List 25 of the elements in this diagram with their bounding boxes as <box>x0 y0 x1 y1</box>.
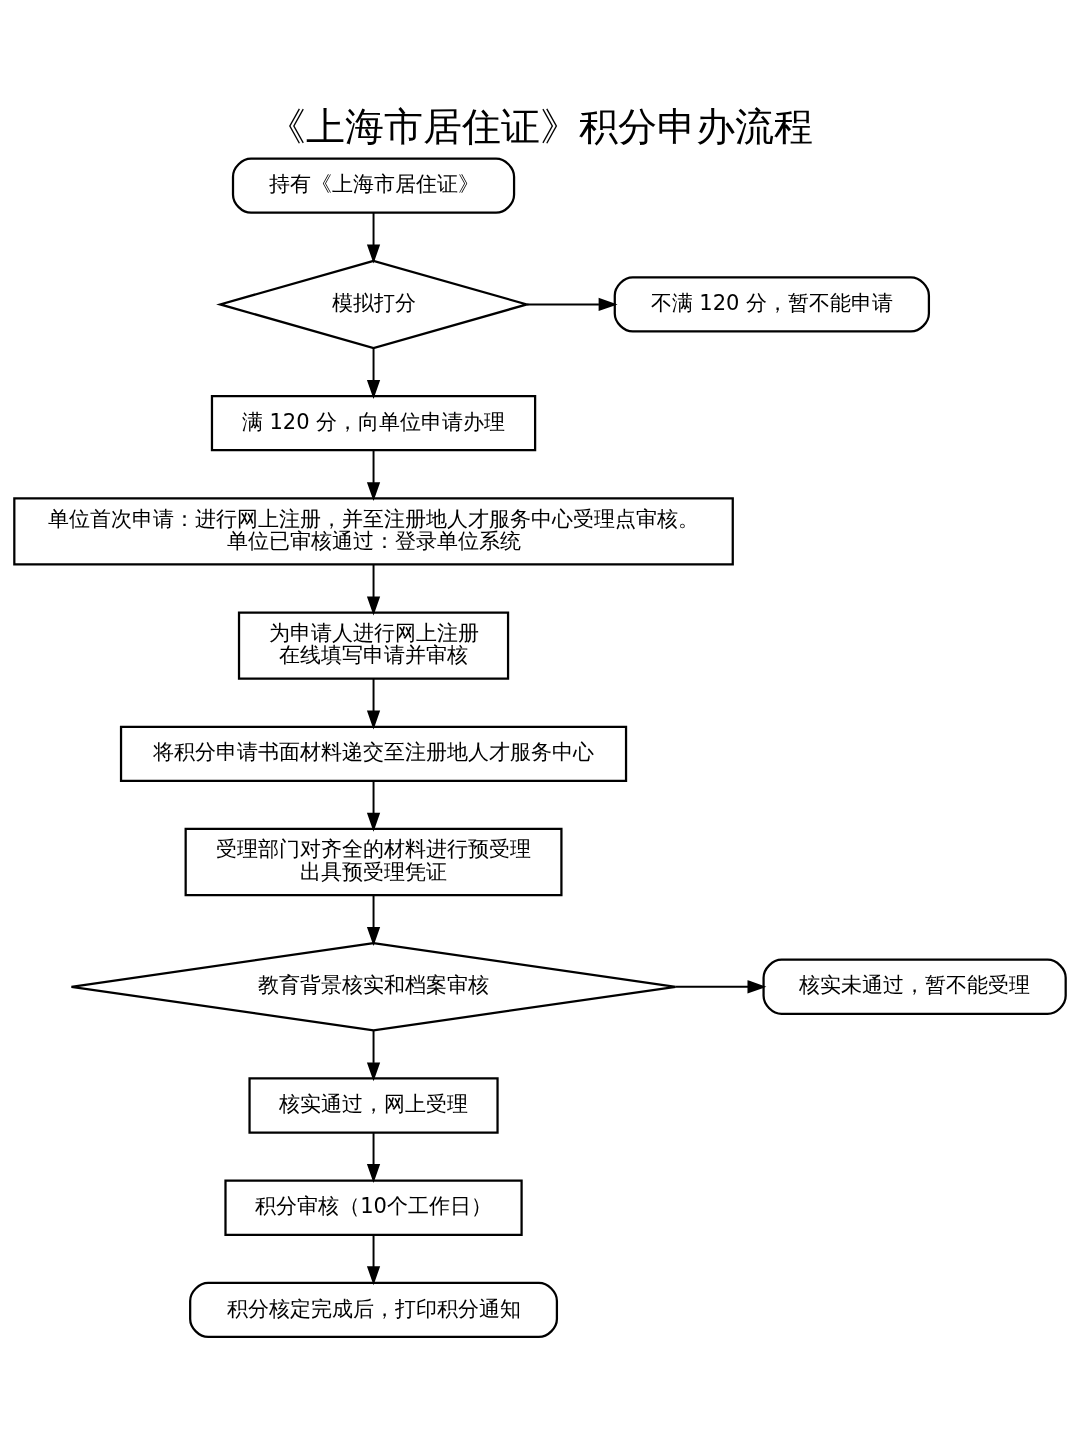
node-diamond: 教育背景核实和档案审核 <box>70 941 677 1031</box>
arrow <box>366 894 381 946</box>
node-box: 为申请人进行网上注册 在线填写申请并审核 <box>237 610 510 680</box>
node-box: 核实未通过，暂不能受理 <box>762 958 1067 1015</box>
node-box: 持有《上海市居住证》 <box>231 157 516 214</box>
arrow <box>366 1131 381 1183</box>
arrow <box>366 211 381 263</box>
arrow <box>674 979 767 993</box>
arrow <box>526 297 618 311</box>
node-box: 积分审核（10个工作日） <box>224 1179 523 1236</box>
diagram-title: 《上海市居住证》积分申办流程 <box>267 103 813 149</box>
node-box: 将积分申请书面材料递交至注册地人才服务中心 <box>119 725 628 782</box>
node-box: 积分核定完成后，打印积分通知 <box>189 1281 559 1338</box>
arrow <box>366 779 381 832</box>
node-box: 满 120 分，向单位申请办理 <box>210 394 537 451</box>
arrow <box>366 449 381 501</box>
node-box: 不满 120 分，暂不能申请 <box>613 275 931 333</box>
arrow <box>366 677 381 729</box>
node-box: 核实通过，网上受理 <box>248 1076 499 1134</box>
arrow <box>366 1233 381 1285</box>
arrow <box>366 346 381 399</box>
node-box: 受理部门对齐全的材料进行预受理 出具预受理凭证 <box>184 827 563 896</box>
node-box: 单位首次申请：进行网上注册，并至注册地人才服务中心受理点审核。 单位已审核通过：登录单位系统 <box>13 496 734 566</box>
arrow <box>366 562 381 615</box>
arrow <box>366 1029 381 1081</box>
